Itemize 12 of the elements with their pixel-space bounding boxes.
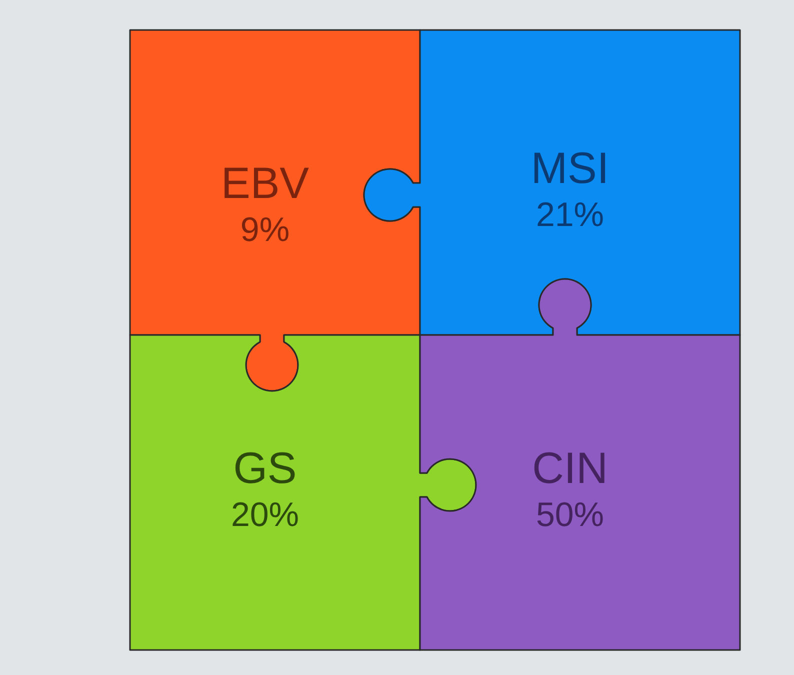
category-label: EBV <box>220 159 310 210</box>
puzzle-piece <box>130 30 420 391</box>
puzzle-piece <box>420 279 740 650</box>
category-label: CIN <box>532 444 608 495</box>
percentage-label: 20% <box>230 494 300 536</box>
puzzle-piece <box>364 30 740 335</box>
percentage-label: 9% <box>240 210 290 251</box>
category-label: MSI <box>530 144 610 195</box>
puzzle-piece <box>130 335 476 650</box>
percentage-label: 21% <box>536 194 604 236</box>
category-label: GS <box>233 444 297 495</box>
percentage-label: 50% <box>536 494 604 536</box>
